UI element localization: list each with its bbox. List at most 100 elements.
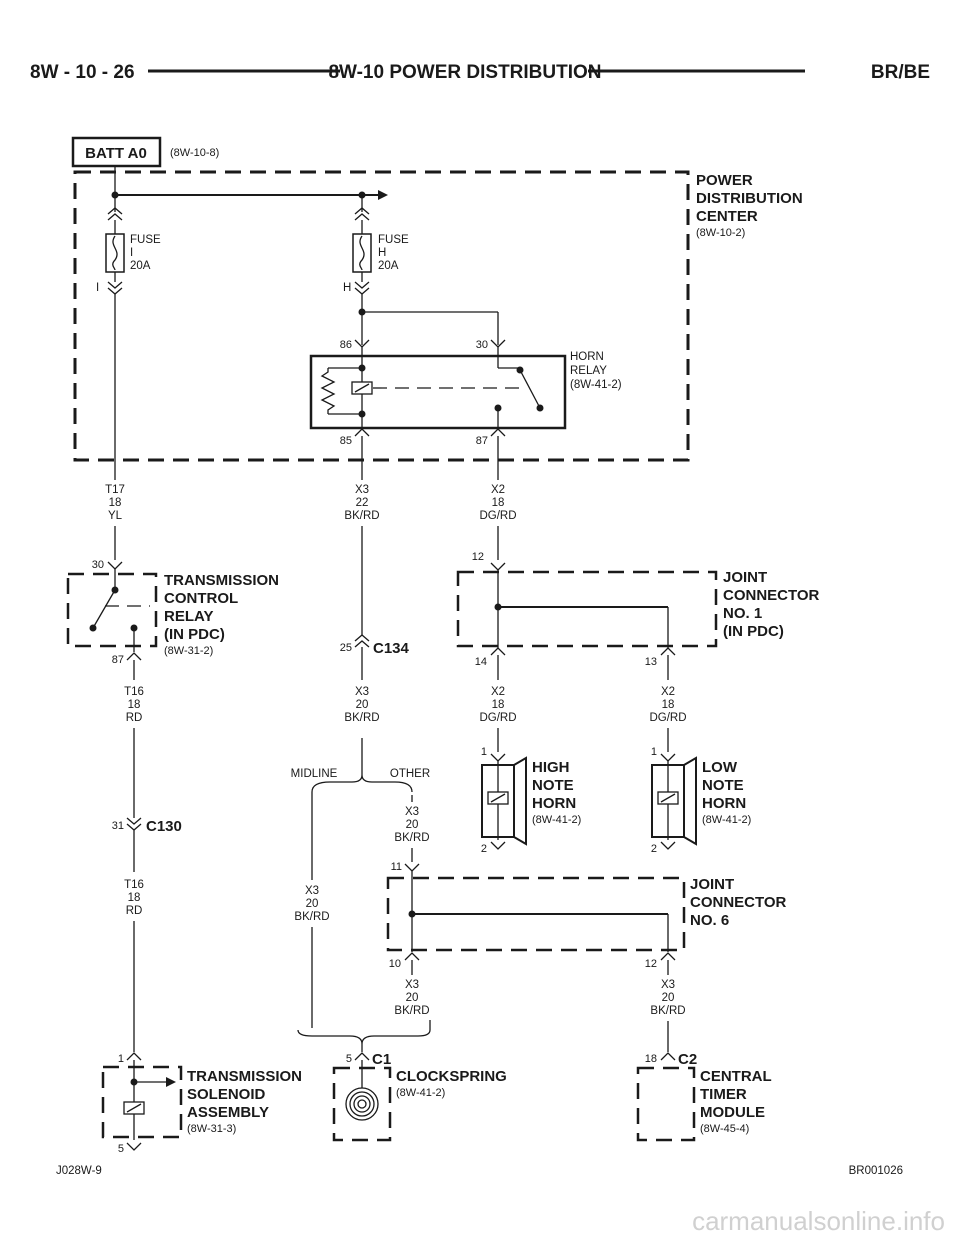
tsa-pin-5: 5	[118, 1143, 124, 1155]
c130-pin: 31	[112, 820, 124, 832]
wire-t16-a-label: T16 18 RD	[124, 686, 144, 724]
horn-relay-pin-86: 86	[340, 339, 352, 351]
jc6-pin-12: 12	[645, 958, 657, 970]
svg-text:BK/RD: BK/RD	[344, 712, 379, 724]
svg-text:T16: T16	[124, 879, 144, 891]
tcr-ref: (8W-31-2)	[164, 645, 213, 657]
wire-x3-20-other-label: X3 20 BK/RD	[394, 806, 429, 844]
watermark: carmanualsonline.info	[692, 1206, 945, 1236]
jc1-title-1: JOINT	[723, 569, 767, 586]
batt-a0-ref: (8W-10-8)	[170, 147, 219, 159]
high-note-horn: 1 2 HIGH NOTE HORN (8W-41-2)	[481, 746, 581, 855]
wire-x3-20-a-label: X3 20 BK/RD	[344, 686, 379, 724]
fuse-h-label-3: 20A	[378, 260, 399, 272]
page-header: 8W - 10 - 26 8W-10 POWER DISTRIBUTION BR…	[30, 62, 930, 83]
jc6-title-2: CONNECTOR	[690, 894, 787, 911]
jc1-pin-12: 12	[472, 551, 484, 563]
svg-text:20: 20	[406, 819, 419, 831]
svg-text:18: 18	[128, 699, 141, 711]
tcr-pin-87: 87	[112, 654, 124, 666]
ctm-title-2: TIMER	[700, 1086, 747, 1103]
low-note-horn: 1 2 LOW NOTE HORN (8W-41-2)	[651, 746, 751, 855]
clockspring-ref: (8W-41-2)	[396, 1087, 445, 1099]
high-horn-title-2: NOTE	[532, 777, 574, 794]
splice-other-label: OTHER	[390, 768, 430, 780]
fuse-i-label-2: I	[130, 247, 133, 259]
batt-a0-text: BATT A0	[85, 145, 147, 162]
joint-connector-no-6: 11 10 12 JOINT CONNECTOR NO. 6	[386, 861, 787, 970]
header-model: BR/BE	[871, 62, 930, 83]
low-horn-title-2: NOTE	[702, 777, 744, 794]
c134-pin: 25	[340, 642, 352, 654]
horn-relay-label-3: (8W-41-2)	[570, 379, 622, 391]
ctm-ref: (8W-45-4)	[700, 1123, 749, 1135]
footer-code: BR001026	[849, 1165, 903, 1177]
transmission-control-relay: 30 87 TRANSMISSION CONTROL RELAY (IN PDC…	[66, 559, 279, 666]
svg-text:X2: X2	[491, 484, 505, 496]
tsa-title-1: TRANSMISSION	[187, 1068, 302, 1085]
high-horn-title-3: HORN	[532, 795, 576, 812]
horn-relay-pin-85: 85	[340, 435, 352, 447]
jc6-title-3: NO. 6	[690, 912, 729, 929]
jc1-pin-14: 14	[475, 656, 487, 668]
svg-text:18: 18	[492, 699, 505, 711]
svg-text:20: 20	[306, 898, 319, 910]
connector-c130: 31 C130	[112, 817, 182, 835]
svg-text:X2: X2	[491, 686, 505, 698]
ctm-title-1: CENTRAL	[700, 1068, 772, 1085]
wire-x3-22-label: X3 22 BK/RD	[344, 484, 379, 522]
svg-text:X3: X3	[405, 979, 419, 991]
horn-relay-pin-87: 87	[476, 435, 488, 447]
svg-text:BK/RD: BK/RD	[650, 1005, 685, 1017]
fuse-h-pin: H	[343, 282, 351, 294]
tcr-title-2: CONTROL	[164, 590, 238, 607]
svg-text:18: 18	[128, 892, 141, 904]
joint-connector-no-1: 12 14 13 JOINT CONNECTOR NO. 1 (IN PDC)	[456, 551, 820, 668]
svg-text:T16: T16	[124, 686, 144, 698]
svg-text:18: 18	[492, 497, 505, 509]
svg-text:20: 20	[356, 699, 369, 711]
wire-x3-20-mid-label: X3 20 BK/RD	[294, 885, 329, 923]
wire-x3-20-b-label: X3 20 BK/RD	[394, 979, 429, 1017]
pdc-label: POWER DISTRIBUTION CENTER (8W-10-2)	[696, 172, 803, 239]
wire-x2-18-top-label: X2 18 DG/RD	[479, 484, 516, 522]
transmission-solenoid-assembly: 1 5 TRANSMISSION SOLENOID ASSEMBLY (8W-3…	[101, 1052, 302, 1155]
clockspring-title: CLOCKSPRING	[396, 1068, 507, 1085]
wire-x2-18-l-label: X2 18 DG/RD	[479, 686, 516, 724]
splice-midline-label: MIDLINE	[291, 768, 338, 780]
svg-text:T17: T17	[105, 484, 125, 496]
svg-text:BK/RD: BK/RD	[394, 1005, 429, 1017]
tsa-title-2: SOLENOID	[187, 1086, 266, 1103]
svg-text:BK/RD: BK/RD	[294, 911, 329, 923]
connector-c134: 25 C134	[340, 634, 410, 657]
pdc-title-2: DISTRIBUTION	[696, 190, 803, 207]
svg-text:BK/RD: BK/RD	[394, 832, 429, 844]
svg-text:18: 18	[109, 497, 122, 509]
svg-text:DG/RD: DG/RD	[479, 712, 516, 724]
jc6-pin-10: 10	[389, 958, 401, 970]
svg-text:RD: RD	[126, 712, 143, 724]
fuse-i-pin: I	[96, 282, 99, 294]
clockspring: 5 C1 CLOCKSPRING (8W-41-2)	[332, 1051, 507, 1142]
svg-text:X3: X3	[355, 686, 369, 698]
fuse-i: FUSE I 20A I	[96, 195, 161, 295]
svg-text:X3: X3	[405, 806, 419, 818]
horn-relay-pin-30: 30	[476, 339, 488, 351]
splice-midline-other: MIDLINE OTHER	[291, 768, 430, 793]
high-horn-ref: (8W-41-2)	[532, 814, 581, 826]
c130-label: C130	[146, 818, 182, 835]
svg-text:20: 20	[406, 992, 419, 1004]
wire-x3-20-c-label: X3 20 BK/RD	[650, 979, 685, 1017]
wire-x2-18-r-label: X2 18 DG/RD	[649, 686, 686, 724]
pdc-ref: (8W-10-2)	[696, 227, 745, 239]
low-horn-pin-2: 2	[651, 843, 657, 855]
jc1-pin-13: 13	[645, 656, 657, 668]
batt-a0-label: BATT A0 (8W-10-8)	[71, 136, 219, 168]
pdc-title-1: POWER	[696, 172, 753, 189]
svg-text:18: 18	[662, 699, 675, 711]
pdc-title-3: CENTER	[696, 208, 758, 225]
svg-text:RD: RD	[126, 905, 143, 917]
clockspring-pin: 5	[346, 1053, 352, 1065]
c134-label: C134	[373, 640, 410, 657]
